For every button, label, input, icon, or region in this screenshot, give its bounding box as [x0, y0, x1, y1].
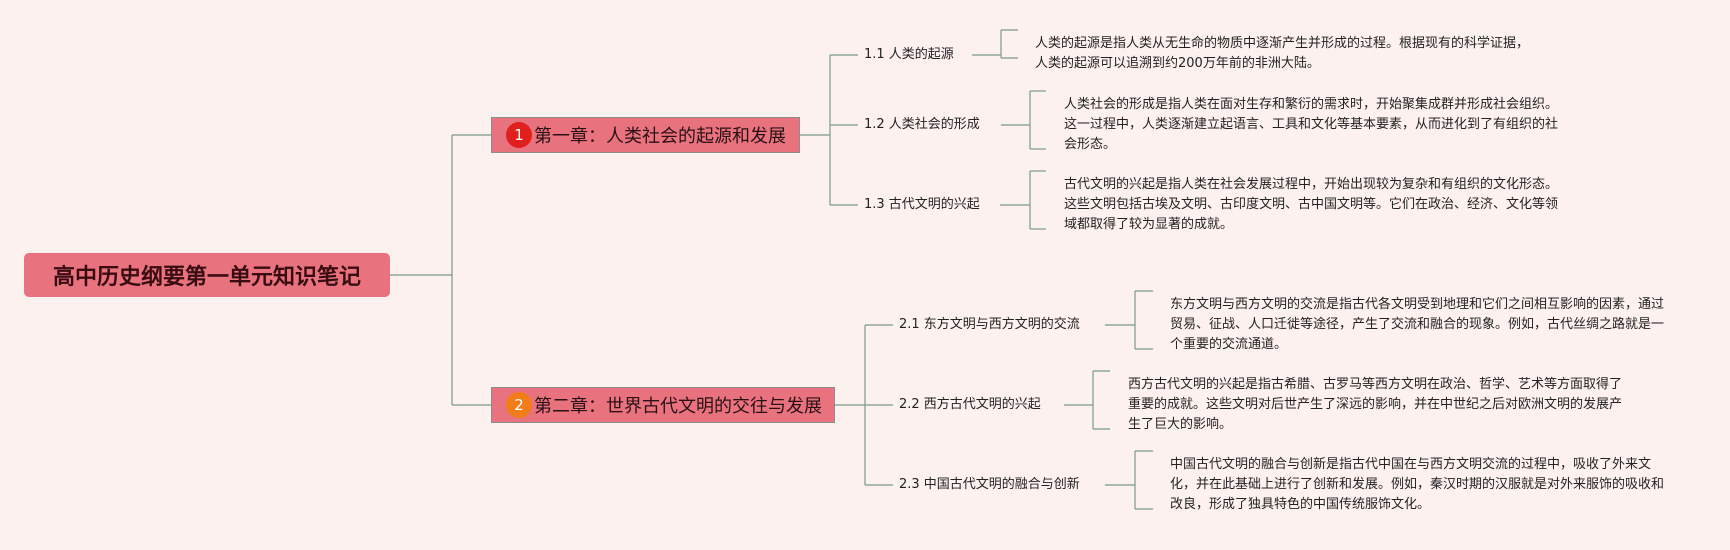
topic-2-2[interactable]: 2.2 西方古代文明的兴起: [899, 397, 1041, 412]
chapter-2-node[interactable]: 2 第二章：世界古代文明的交往与发展: [491, 387, 835, 423]
topic-1-1[interactable]: 1.1 人类的起源: [864, 47, 954, 62]
topic-2-1-description: 东方文明与西方文明的交流是指古代各文明受到地理和它们之间相互影响的因素，通过贸易…: [1170, 297, 1665, 352]
topic-1-2[interactable]: 1.2 人类社会的形成: [864, 117, 980, 132]
topic-2-3[interactable]: 2.3 中国古代文明的融合与创新: [899, 477, 1080, 492]
chapter-2-badge: 2: [506, 392, 532, 418]
topic-2-1[interactable]: 2.1 东方文明与西方文明的交流: [899, 317, 1080, 332]
root-title: 高中历史纲要第一单元知识笔记: [52, 265, 361, 290]
chapter-1-badge: 1: [506, 122, 532, 148]
topic-2-3-description: 中国古代文明的融合与创新是指古代中国在与西方文明交流的过程中，吸收了外来文化，并…: [1170, 457, 1665, 512]
chapter-2-label: 第二章：世界古代文明的交往与发展: [534, 396, 822, 417]
chapter-1-label: 第一章：人类社会的起源和发展: [534, 126, 786, 147]
root-node[interactable]: 高中历史纲要第一单元知识笔记: [24, 253, 390, 297]
chapter-1-node[interactable]: 1 第一章：人类社会的起源和发展: [491, 117, 800, 153]
topic-1-3-description: 古代文明的兴起是指人类在社会发展过程中，开始出现较为复杂和有组织的文化形态。这些…: [1064, 177, 1559, 232]
topic-2-2-description: 西方古代文明的兴起是指古希腊、古罗马等西方文明在政治、哲学、艺术等方面取得了重要…: [1128, 377, 1623, 432]
topic-1-2-description: 人类社会的形成是指人类在面对生存和繁衍的需求时，开始聚集成群并形成社会组织。这一…: [1064, 97, 1559, 152]
topic-1-1-description: 人类的起源是指人类从无生命的物质中逐渐产生并形成的过程。根据现有的科学证据，人类…: [1035, 36, 1530, 71]
topic-1-3[interactable]: 1.3 古代文明的兴起: [864, 197, 980, 212]
